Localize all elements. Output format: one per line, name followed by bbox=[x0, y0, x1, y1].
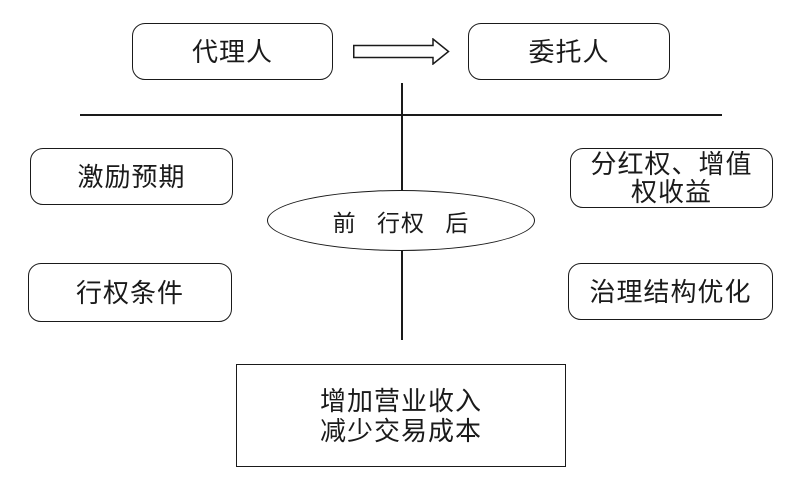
incentive-box: 激励预期 bbox=[30, 148, 233, 205]
dividend-box: 分红权、增值 权收益 bbox=[570, 148, 773, 208]
dividend-label-line1: 分红权、增值 bbox=[590, 149, 753, 179]
exercise-phase-ellipse: 前 行权 后 bbox=[267, 190, 535, 251]
horizontal-divider-line bbox=[80, 114, 722, 116]
principal-label: 委托人 bbox=[528, 36, 610, 67]
outcome-label-line1: 增加营业收入 bbox=[319, 385, 482, 416]
exercise-condition-label: 行权条件 bbox=[75, 277, 184, 308]
right-block-arrow-icon bbox=[353, 37, 450, 66]
governance-box: 治理结构优化 bbox=[568, 263, 773, 320]
exercise-phase-label: 前 行权 后 bbox=[332, 209, 470, 236]
principal-box: 委托人 bbox=[468, 23, 670, 80]
governance-label: 治理结构优化 bbox=[589, 276, 752, 307]
outcome-box: 增加营业收入 减少交易成本 bbox=[236, 364, 566, 467]
agent-label: 代理人 bbox=[191, 36, 273, 67]
outcome-label-line2: 减少交易成本 bbox=[319, 415, 482, 446]
exercise-condition-box: 行权条件 bbox=[28, 263, 232, 322]
incentive-label: 激励预期 bbox=[77, 161, 186, 192]
agent-box: 代理人 bbox=[132, 23, 333, 80]
dividend-label-line2: 权收益 bbox=[630, 177, 712, 207]
